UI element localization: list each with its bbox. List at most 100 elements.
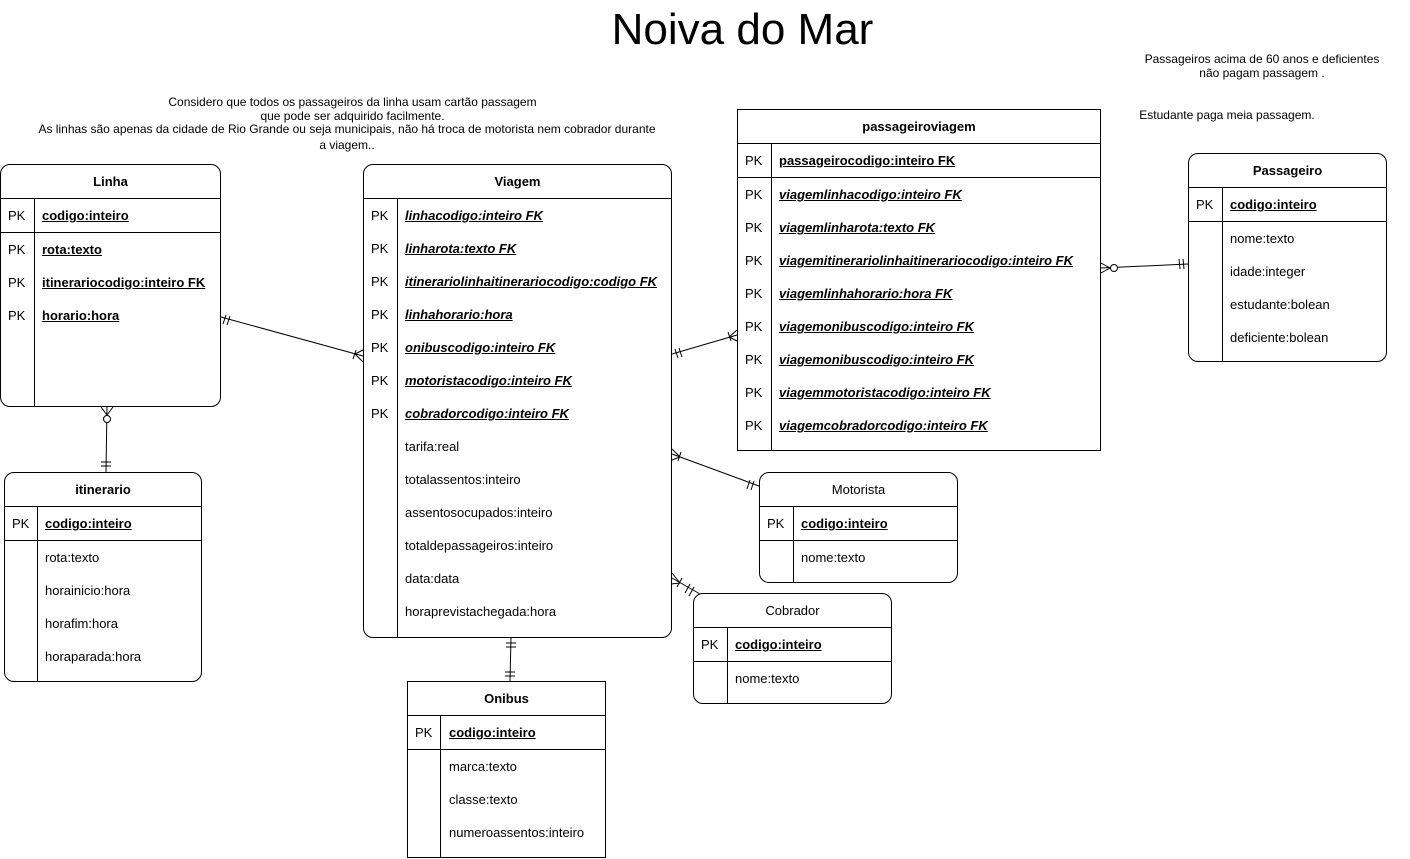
attribute: itinerariocodigo:inteiro FK (42, 275, 206, 290)
attribute: nome:texto (1230, 231, 1295, 246)
entity-title: Linha (1, 165, 220, 199)
attribute: classe:texto (449, 792, 518, 807)
key-label: PK (745, 153, 763, 168)
entity-linha[interactable]: Linha PK codigo:inteiro PK rota:texto PK i… (0, 164, 221, 407)
attribute: codigo:inteiro (735, 637, 822, 652)
attribute: onibuscodigo:inteiro FK (405, 340, 556, 355)
key-label: PK (8, 242, 26, 257)
key-label: PK (8, 208, 26, 223)
note-assumption-1: Considero que todos os passageiros da li… (168, 95, 537, 109)
attribute: nome:texto (735, 671, 800, 686)
attribute: linhahorario:hora (405, 307, 513, 322)
attribute-row: horafim:hora (5, 607, 201, 640)
pk-row: PK passageirocodigo:inteiro FK (738, 144, 1100, 178)
attribute: rota:texto (42, 242, 102, 257)
attribute: viagemitinerariolinhaitinerariocodigo:in… (779, 253, 1073, 268)
entity-itinerario[interactable]: itinerario PK codigo:inteiro rota:texto … (4, 472, 202, 682)
attribute: rota:texto (45, 550, 100, 565)
attribute: passageirocodigo:inteiro FK (779, 153, 956, 168)
key-label: PK (371, 373, 389, 388)
entity-title: itinerario (5, 473, 201, 507)
attribute-row: assentosocupados:inteiro (364, 496, 671, 529)
attribute-row: horaprevistachegada:hora (364, 595, 671, 628)
note-rule-3: Estudante paga meia passagem. (1139, 108, 1315, 122)
note-assumption-2: que pode ser adquirido facilmente. (260, 109, 445, 123)
key-label: PK (745, 418, 763, 433)
attribute-row: PK onibuscodigo:inteiro FK (364, 331, 671, 364)
attribute-row: PK itinerariocodigo:inteiro FK (1, 266, 220, 299)
attribute-row: tarifa:real (364, 430, 671, 463)
relationship-linha-itinerario (100, 406, 114, 473)
attribute: linhacodigo:inteiro FK (405, 208, 543, 223)
key-label: PK (1196, 197, 1214, 212)
relationship-viagem-onibus (505, 637, 516, 682)
attribute: linharota:texto FK (405, 241, 517, 256)
relationship-viagem-cobrador (670, 572, 701, 597)
key-label: PK (371, 340, 389, 355)
entity-passageiro[interactable]: Passageiro PK codigo:inteiro nome:texto … (1188, 153, 1387, 362)
attribute: codigo:inteiro (42, 208, 129, 223)
attribute-row: rota:texto (5, 541, 201, 574)
attribute-row: PK itinerariolinhaitinerariocodigo:codigo… (364, 265, 671, 298)
entity-title: Motorista (760, 473, 957, 507)
pk-row: PK codigo:inteiro (5, 507, 201, 541)
attribute: deficiente:bolean (1230, 330, 1329, 345)
pk-row: PK codigo:inteiro (694, 628, 891, 662)
attribute: horaparada:hora (45, 649, 142, 664)
attribute: assentosocupados:inteiro (405, 505, 553, 520)
entity-title: Cobrador (694, 594, 891, 628)
key-label: PK (371, 307, 389, 322)
note-assumption-3: As linhas são apenas da cidade de Rio Gr… (38, 122, 656, 136)
attribute-row: marca:texto (408, 750, 605, 783)
key-label: PK (745, 319, 763, 334)
attribute-row: totalassentos:inteiro (364, 463, 671, 496)
entity-motorista[interactable]: Motorista PK codigo:inteiro nome:texto (759, 472, 958, 583)
key-label: PK (745, 286, 763, 301)
relationship-passageiroviagem-passageiro (1100, 258, 1189, 274)
attribute-row: PK viagemonibuscodigo:inteiro FK (738, 310, 1100, 343)
attribute: codigo:inteiro (449, 725, 536, 740)
attribute: horaprevistachegada:hora (405, 604, 557, 619)
entity-title: Viagem (364, 165, 671, 199)
entity-title: Passageiro (1189, 154, 1386, 188)
entity-title: Onibus (408, 682, 605, 716)
attribute-row: PK linhahorario:hora (364, 298, 671, 331)
key-label: PK (371, 274, 389, 289)
attribute: horario:hora (42, 308, 120, 323)
attribute-row: PK linhacodigo:inteiro FK (364, 199, 671, 232)
key-label: PK (745, 187, 763, 202)
attribute: itinerariolinhaitinerariocodigo:codigo F… (405, 274, 658, 289)
attribute: codigo:inteiro (801, 516, 888, 531)
pk-row: PK codigo:inteiro (1, 199, 220, 233)
entity-onibus[interactable]: Onibus PK codigo:inteiro marca:texto cla… (407, 681, 606, 858)
entity-title: passageiroviagem (738, 110, 1100, 144)
attribute: viagemonibuscodigo:inteiro FK (779, 319, 975, 334)
attribute-row: idade:integer (1189, 255, 1386, 288)
attribute: idade:integer (1230, 264, 1306, 279)
attribute: viagemonibuscodigo:inteiro FK (779, 352, 975, 367)
entity-passageiroviagem[interactable]: passageiroviagem PK passageirocodigo:int… (737, 109, 1101, 451)
attribute: horainicio:hora (45, 583, 131, 598)
attribute: totalassentos:inteiro (405, 472, 521, 487)
attribute: marca:texto (449, 759, 517, 774)
entity-cobrador[interactable]: Cobrador PK codigo:inteiro nome:texto (693, 593, 892, 704)
note-rule-2: não pagam passagem . (1199, 66, 1325, 80)
key-label: PK (8, 275, 26, 290)
attribute: codigo:inteiro (45, 516, 132, 531)
key-label: PK (371, 208, 389, 223)
attribute: horafim:hora (45, 616, 118, 631)
attribute-row: horainicio:hora (5, 574, 201, 607)
note-rule-1: Passageiros acima de 60 anos e deficient… (1144, 52, 1380, 66)
